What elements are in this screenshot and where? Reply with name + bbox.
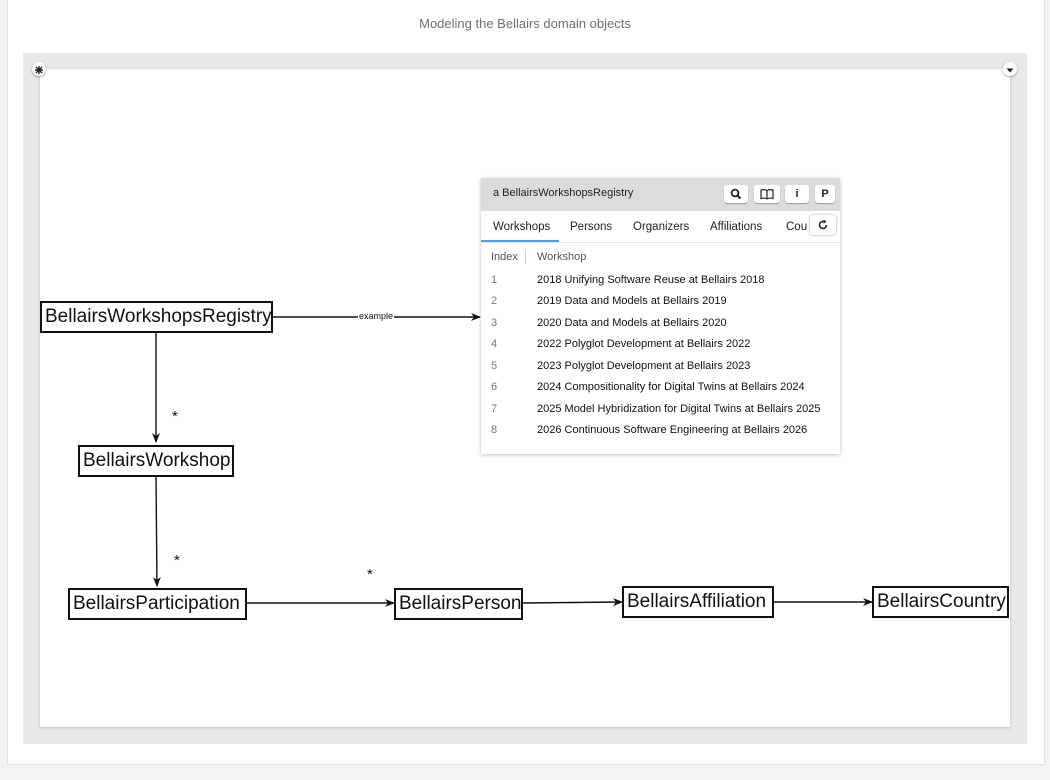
row-workshop: 2020 Data and Models at Bellairs 2020 bbox=[537, 317, 727, 329]
row-index: 3 bbox=[491, 317, 498, 329]
node-bellairs-workshop[interactable]: BellairsWorkshop bbox=[78, 445, 234, 477]
node-bellairs-person[interactable]: BellairsPerson bbox=[394, 588, 523, 620]
active-tab-indicator bbox=[481, 240, 559, 242]
table-row[interactable]: 1 2018 Unifying Software Reuse at Bellair… bbox=[481, 271, 840, 292]
p-button[interactable]: P bbox=[815, 185, 835, 203]
row-index: 8 bbox=[491, 424, 498, 436]
row-workshop: 2026 Continuous Software Engineering at … bbox=[537, 424, 808, 436]
node-bellairs-workshops-registry[interactable]: BellairsWorkshopsRegistry bbox=[40, 301, 273, 333]
row-workshop: 2024 Compositionality for Digital Twins … bbox=[537, 381, 805, 393]
row-workshop: 2025 Model Hybridization for Digital Twi… bbox=[537, 403, 821, 415]
multiplicity-label: * bbox=[172, 408, 178, 425]
inspector-tabs: Workshops Persons Organizers Affiliation… bbox=[481, 211, 840, 243]
table-row[interactable]: 5 2023 Polyglot Development at Bellairs 2… bbox=[481, 357, 840, 378]
refresh-button[interactable] bbox=[810, 215, 836, 235]
table-row[interactable]: 6 2024 Compositionality for Digital Twins… bbox=[481, 378, 840, 399]
inspector-card: a BellairsWorkshopsRegistry i P Workshop… bbox=[481, 178, 840, 454]
book-icon bbox=[760, 189, 774, 200]
row-index: 2 bbox=[491, 295, 498, 307]
column-separator[interactable] bbox=[525, 250, 526, 264]
resize-handle-icon[interactable] bbox=[32, 62, 46, 76]
node-bellairs-country[interactable]: BellairsCountry bbox=[872, 586, 1009, 618]
table-row[interactable]: 7 2025 Model Hybridization for Digital Tw… bbox=[481, 400, 840, 421]
multiplicity-label: * bbox=[367, 566, 373, 583]
dropdown-menu-icon[interactable] bbox=[1003, 62, 1017, 76]
tab-countries[interactable]: Cou bbox=[786, 221, 808, 233]
row-workshop: 2023 Polyglot Development at Bellairs 20… bbox=[537, 360, 751, 372]
row-index: 7 bbox=[491, 403, 498, 415]
table-row[interactable]: 4 2022 Polyglot Development at Bellairs 2… bbox=[481, 335, 840, 356]
multiplicity-label: * bbox=[174, 552, 180, 569]
row-workshop: 2022 Polyglot Development at Bellairs 20… bbox=[537, 338, 751, 350]
column-header-index[interactable]: Index bbox=[491, 251, 518, 263]
search-button[interactable] bbox=[724, 185, 748, 203]
column-header-workshop[interactable]: Workshop bbox=[537, 251, 587, 263]
inspector-title: a BellairsWorkshopsRegistry bbox=[493, 187, 634, 199]
node-bellairs-participation[interactable]: BellairsParticipation bbox=[68, 588, 247, 620]
edge-label-example: example bbox=[358, 311, 395, 321]
row-workshop: 2018 Unifying Software Reuse at Bellairs… bbox=[537, 274, 765, 286]
tab-affiliations[interactable]: Affiliations bbox=[710, 221, 763, 233]
search-icon bbox=[730, 188, 742, 200]
node-bellairs-affiliation[interactable]: BellairsAffiliation bbox=[622, 586, 774, 618]
row-index: 4 bbox=[491, 338, 498, 350]
tab-organizers[interactable]: Organizers bbox=[633, 221, 690, 233]
inspector-header: a BellairsWorkshopsRegistry i P bbox=[481, 178, 840, 211]
page-title: Modeling the Bellairs domain objects bbox=[419, 16, 631, 31]
row-index: 1 bbox=[491, 274, 498, 286]
refresh-icon bbox=[818, 219, 828, 230]
row-index: 6 bbox=[491, 381, 498, 393]
book-button[interactable] bbox=[754, 185, 780, 203]
table-row[interactable]: 2 2019 Data and Models at Bellairs 2019 bbox=[481, 292, 840, 313]
tab-workshops[interactable]: Workshops bbox=[493, 221, 551, 233]
info-button[interactable]: i bbox=[785, 185, 809, 203]
table-row[interactable]: 3 2020 Data and Models at Bellairs 2020 bbox=[481, 314, 840, 335]
table-row[interactable]: 8 2026 Continuous Software Engineering at… bbox=[481, 421, 840, 442]
row-workshop: 2019 Data and Models at Bellairs 2019 bbox=[537, 295, 727, 307]
tab-persons[interactable]: Persons bbox=[570, 221, 613, 233]
row-index: 5 bbox=[491, 360, 498, 372]
